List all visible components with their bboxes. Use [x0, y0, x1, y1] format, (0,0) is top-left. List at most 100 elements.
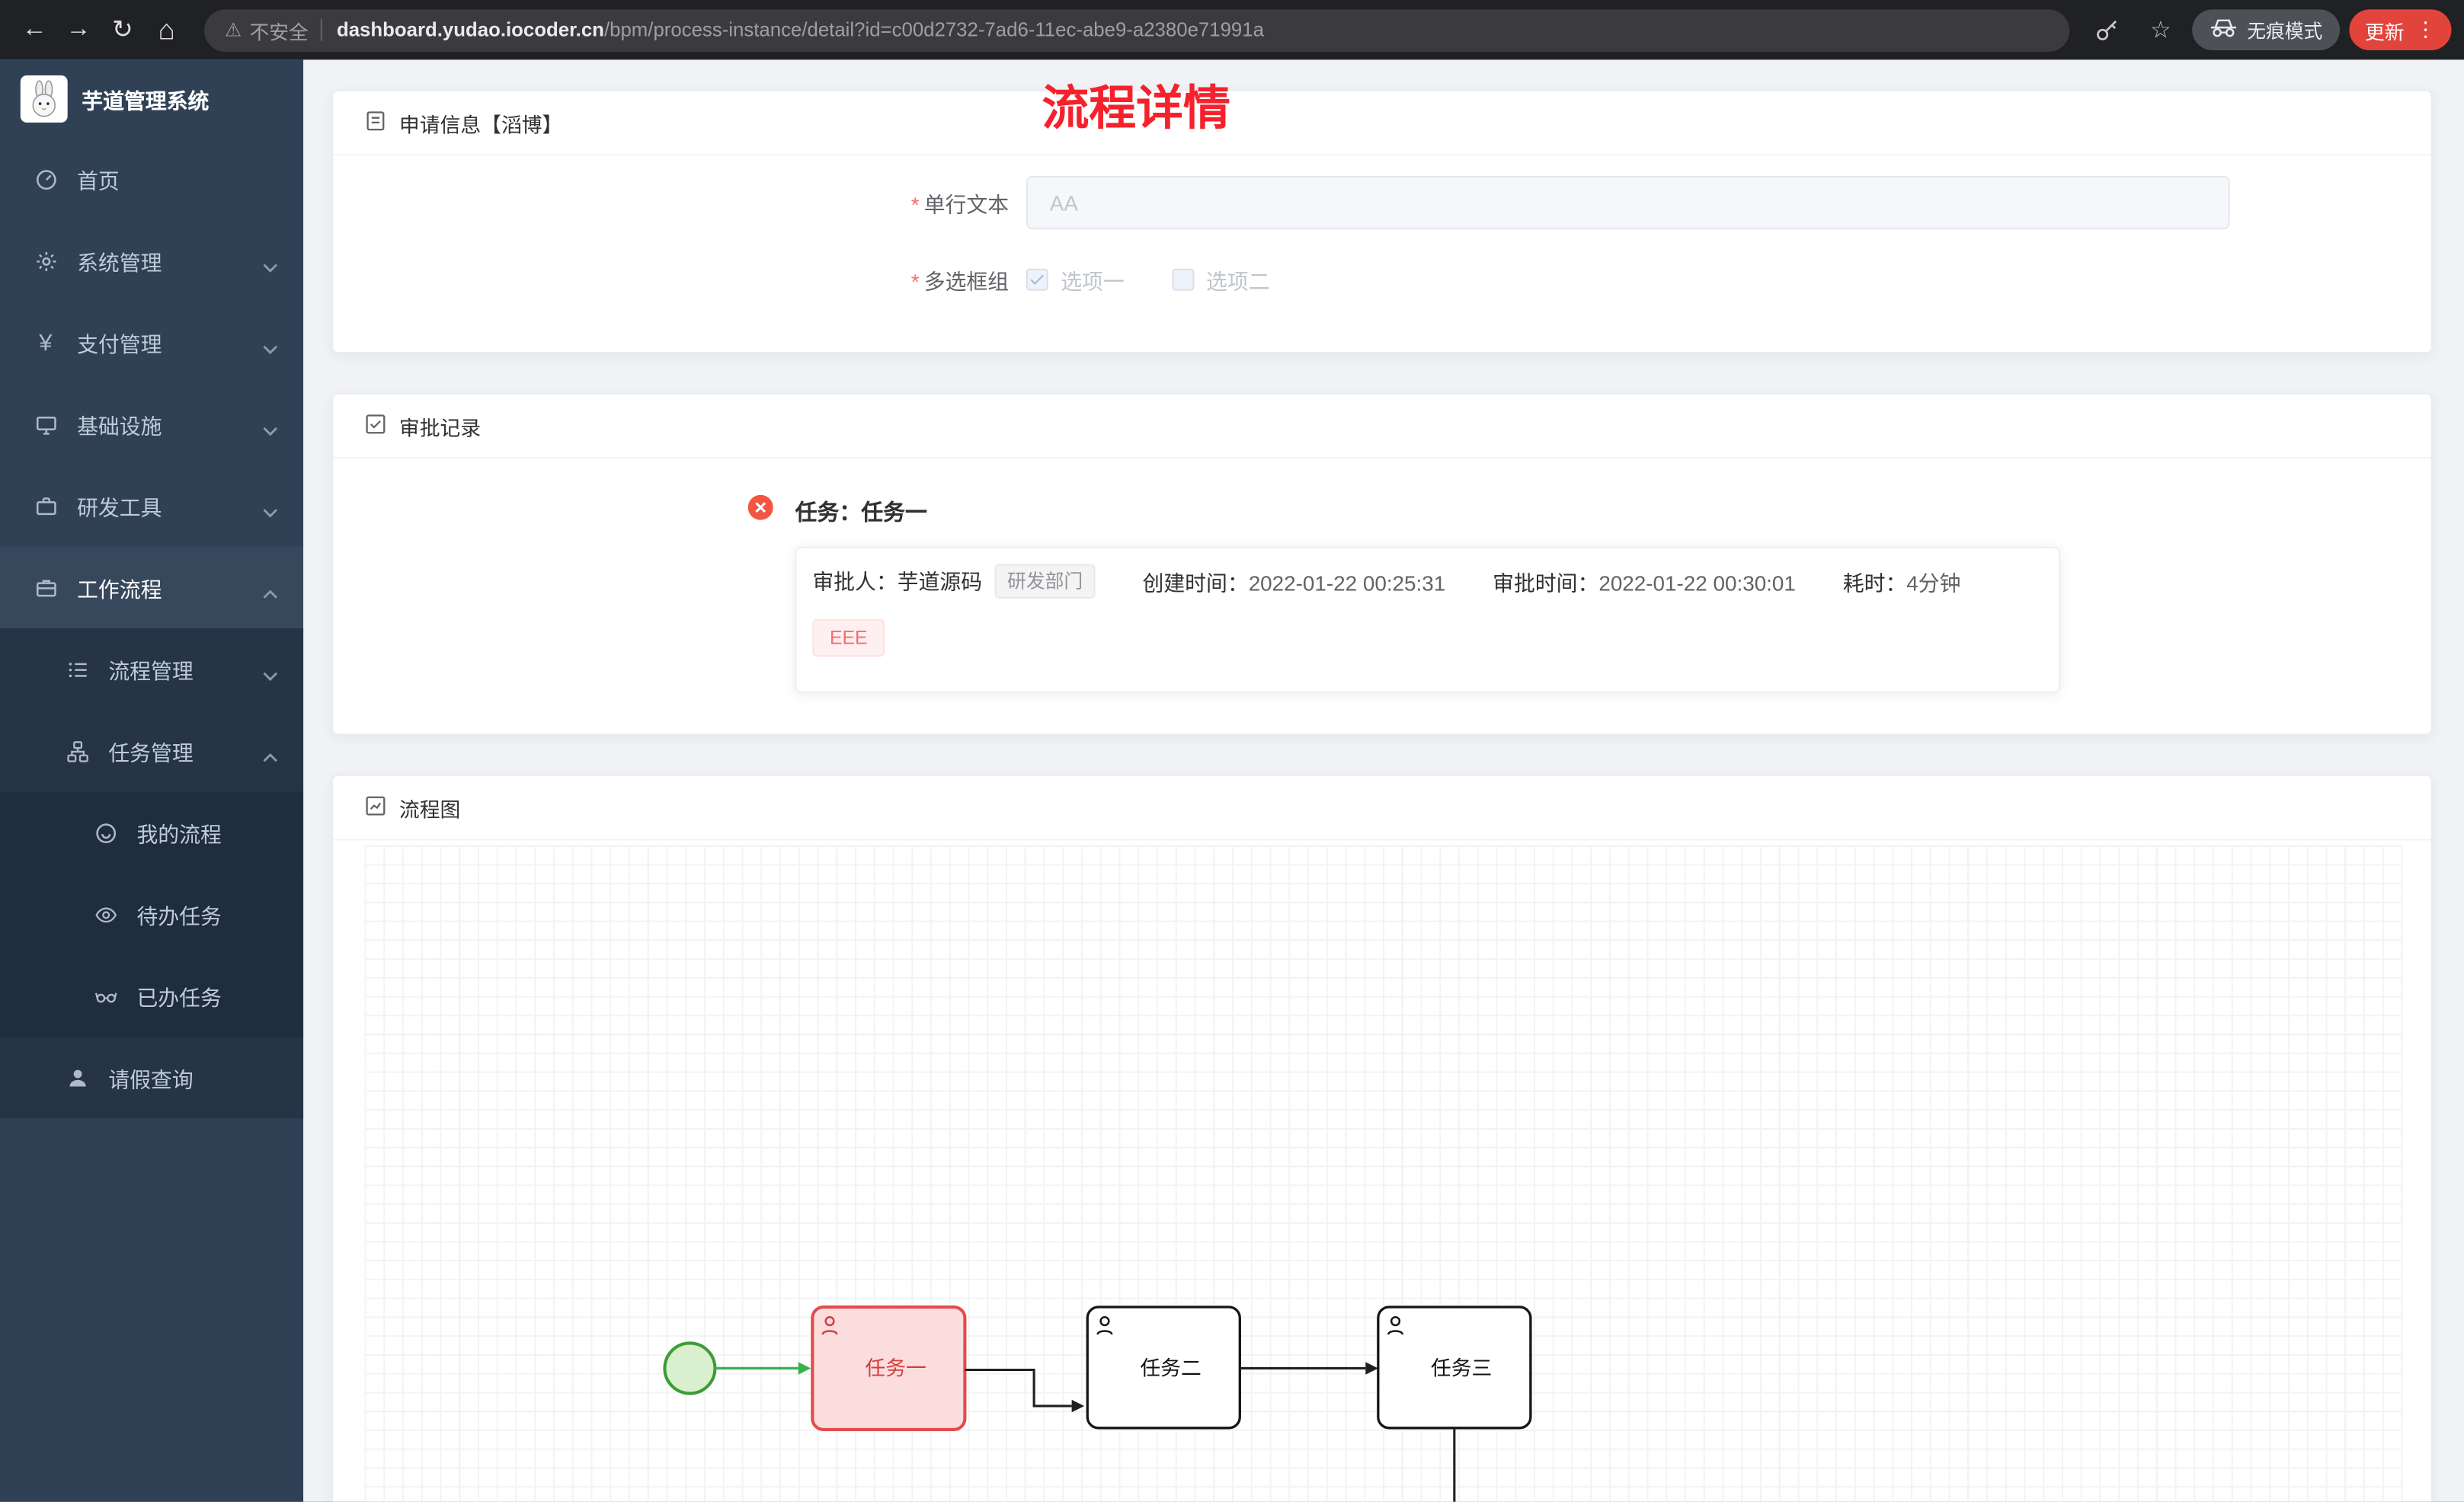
duration-value: 4分钟 — [1906, 571, 1961, 596]
task2-node[interactable]: 任务二 — [1086, 1305, 1241, 1430]
task-rejected-icon — [747, 494, 773, 520]
diagram-card-header: 流程图 — [333, 776, 2431, 841]
page-title: 流程详情 — [1042, 83, 1230, 136]
sidebar-item-task-mgmt[interactable]: 任务管理 — [0, 710, 304, 792]
sidebar-item-label: 我的流程 — [136, 823, 222, 847]
address-bar[interactable]: ⚠ 不安全 dashboard.yudao.iocoder.cn /bpm/pr… — [204, 8, 2070, 52]
key-icon[interactable] — [2085, 8, 2130, 52]
sidebar-item-devtools[interactable]: 研发工具 — [0, 465, 303, 547]
required-asterisk: * — [910, 270, 920, 294]
start-event-node[interactable] — [663, 1341, 717, 1395]
chevron-down-icon — [262, 418, 278, 442]
form-row-text: *单行文本 — [333, 176, 2430, 230]
chat-circle-icon — [91, 821, 120, 845]
sidebar: 芋道管理系统 首页 系统管理 ¥ 支付管理 — [0, 59, 304, 1502]
incognito-badge: 无痕模式 — [2192, 9, 2341, 50]
bookmark-star-icon[interactable]: ☆ — [2149, 17, 2171, 44]
more-menu-icon[interactable]: ⋮ — [2415, 17, 2436, 41]
user-task-icon — [821, 1315, 838, 1335]
checkbox-option-1: 选项一 — [1026, 264, 1125, 296]
form-row-checkbox: *多选框组 选项一 选项二 — [333, 264, 2430, 296]
update-label: 更新 — [2365, 21, 2405, 43]
svg-text:任务三: 任务三 — [1431, 1357, 1492, 1380]
flow-task1-task2 — [965, 1368, 1085, 1413]
url-host: dashboard.yudao.iocoder.cn — [336, 18, 604, 41]
approver-name: 芋道源码 — [897, 570, 983, 594]
approve-time-field: 审批时间：2022-01-22 00:30:01 — [1493, 571, 1796, 596]
chart-icon — [365, 794, 387, 821]
checkbox-checked-icon — [1026, 268, 1048, 291]
approval-detail-card: 审批人：芋道源码研发部门 创建时间：2022-01-22 00:25:31 审批… — [795, 546, 2060, 693]
sidebar-item-process-mgmt[interactable]: 流程管理 — [0, 628, 304, 711]
eye-icon — [91, 903, 120, 926]
process-diagram-card: 流程图 — [331, 774, 2433, 1502]
user-task-icon — [1096, 1315, 1113, 1335]
home-icon[interactable]: ⌂ — [158, 13, 175, 45]
sidebar-item-label: 流程管理 — [108, 660, 194, 684]
toolbox-icon — [31, 494, 59, 518]
sidebar-item-label: 请假查询 — [108, 1068, 194, 1092]
sidebar-item-label: 工作流程 — [77, 578, 162, 602]
monitor-icon — [31, 412, 59, 436]
sidebar-item-payment[interactable]: ¥ 支付管理 — [0, 302, 303, 383]
forward-icon[interactable]: → — [66, 15, 91, 43]
approval-card-title: 审批记录 — [398, 415, 482, 439]
main-content: 流程详情 申请信息【滔博】 *单行文本 *多选框组 选项一 — [303, 59, 2464, 1502]
comment-tag: EEE — [812, 618, 885, 657]
approve-time-value: 2022-01-22 00:30:01 — [1598, 571, 1796, 596]
sidebar-item-leave-query[interactable]: 请假查询 — [0, 1037, 304, 1119]
sidebar-item-workflow[interactable]: 工作流程 — [0, 546, 304, 628]
toolbar-right: ☆ 无痕模式 更新 ⋮ — [2085, 8, 2452, 52]
sidebar-item-todo-tasks[interactable]: 待办任务 — [0, 873, 304, 955]
yen-icon: ¥ — [39, 329, 53, 356]
create-time-value: 2022-01-22 00:25:31 — [1248, 571, 1446, 596]
logo-rabbit-icon — [20, 75, 68, 123]
chevron-down-icon — [262, 336, 278, 360]
sidebar-item-label: 任务管理 — [108, 741, 194, 765]
field-label: *单行文本 — [910, 193, 1010, 217]
not-secure-label: 不安全 — [249, 21, 309, 43]
sidebar-item-home[interactable]: 首页 — [0, 139, 303, 220]
dept-tag: 研发部门 — [994, 564, 1096, 599]
chevron-down-icon — [262, 500, 278, 523]
task3-node[interactable]: 任务三 — [1377, 1305, 1532, 1430]
flow-task2-task3 — [1240, 1362, 1378, 1375]
chevron-down-icon — [262, 663, 278, 686]
incognito-icon — [2210, 18, 2238, 42]
not-secure-warning-icon[interactable]: ⚠ — [224, 18, 242, 41]
url-path: /bpm/process-instance/detail?id=c00d2732… — [603, 18, 1264, 41]
sidebar-item-label: 基础设施 — [77, 414, 162, 439]
sidebar-item-label: 系统管理 — [77, 251, 162, 275]
approver-field: 审批人：芋道源码研发部门 — [812, 564, 1096, 599]
bpmn-canvas[interactable]: 任务一 任务二 — [364, 845, 2403, 1502]
update-menu-button[interactable]: 更新 ⋮ — [2349, 9, 2452, 50]
sidebar-item-my-process[interactable]: 我的流程 — [0, 791, 304, 874]
approval-comment-row: EEE — [812, 618, 885, 657]
url-separator — [321, 18, 323, 41]
approval-card-header: 审批记录 — [333, 395, 2431, 459]
checkbox-label: 选项二 — [1205, 270, 1270, 294]
sidebar-item-infra[interactable]: 基础设施 — [0, 383, 303, 465]
back-icon[interactable]: ← — [21, 15, 47, 43]
flow-start-task1 — [715, 1362, 811, 1375]
chevron-up-icon — [262, 745, 278, 769]
svg-text:任务二: 任务二 — [1140, 1357, 1201, 1380]
sidebar-item-system[interactable]: 系统管理 — [0, 220, 303, 302]
record-icon — [365, 412, 387, 439]
bpmn-diagram: 任务一 任务二 — [663, 1305, 1532, 1502]
approval-record-card: 审批记录 任务：任务一 审批人：芋道源码研发部门 创建时间：2022-01-22… — [331, 392, 2433, 736]
sidebar-item-label: 已办任务 — [136, 986, 222, 1011]
approval-detail-row: 审批人：芋道源码研发部门 创建时间：2022-01-22 00:25:31 审批… — [812, 564, 1961, 599]
checkbox-label: 选项一 — [1061, 270, 1125, 294]
app-logo[interactable]: 芋道管理系统 — [0, 59, 303, 138]
org-chart-icon — [63, 739, 91, 762]
task1-node[interactable]: 任务一 — [811, 1305, 967, 1431]
check-circle-icon — [91, 984, 120, 1008]
chevron-up-icon — [262, 581, 278, 605]
incognito-label: 无痕模式 — [2247, 19, 2323, 42]
create-time-field: 创建时间：2022-01-22 00:25:31 — [1142, 571, 1446, 596]
app-title: 芋道管理系统 — [82, 89, 210, 113]
sidebar-item-done-tasks[interactable]: 已办任务 — [0, 955, 304, 1037]
task-title: 任务：任务一 — [795, 499, 927, 525]
reload-icon[interactable]: ↻ — [112, 17, 133, 44]
